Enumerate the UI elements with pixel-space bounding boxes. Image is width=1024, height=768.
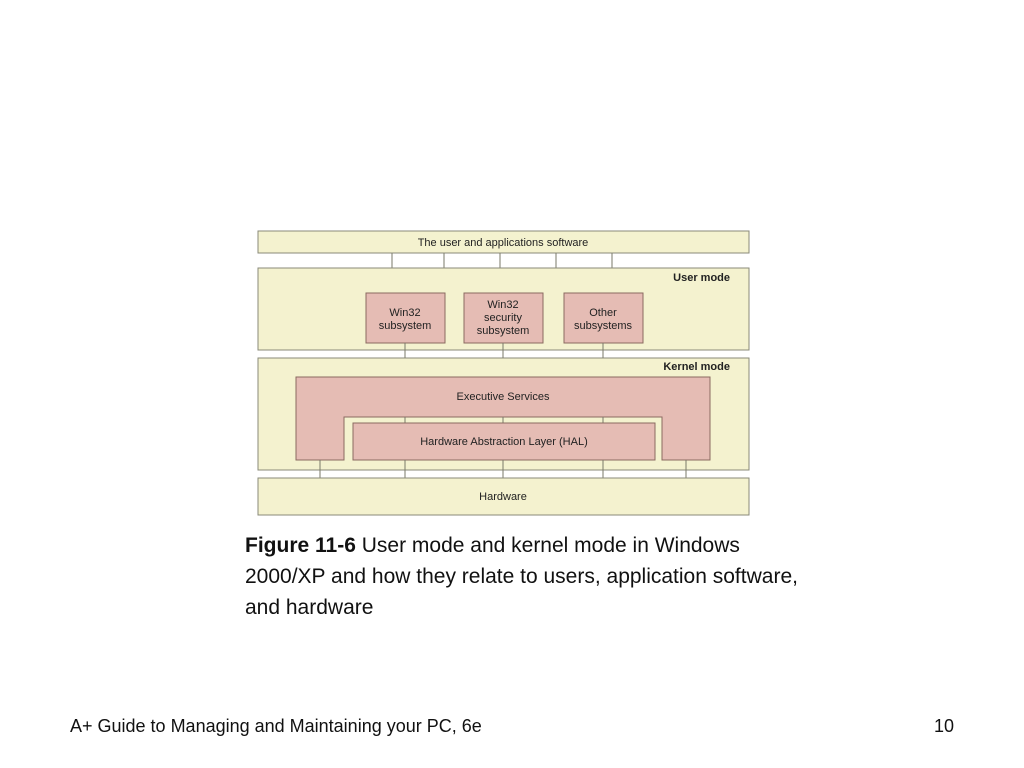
page-number: 10 bbox=[933, 716, 954, 736]
win32-security-line2: security bbox=[484, 312, 522, 324]
win32-subsystem-line2: subsystem bbox=[379, 320, 432, 332]
win32-subsystem-line1: Win32 bbox=[389, 307, 420, 319]
user-applications-label: The user and applications software bbox=[418, 237, 589, 249]
other-subsystems-line1: Other bbox=[589, 307, 617, 319]
hardware-band bbox=[257, 477, 750, 516]
win32-security-line1: Win32 bbox=[487, 299, 518, 311]
other-subsystems-box bbox=[563, 292, 644, 344]
figure-caption: Figure 11-6 User mode and kernel mode in… bbox=[245, 530, 805, 623]
footer-title: A+ Guide to Managing and Maintaining you… bbox=[70, 716, 482, 736]
win32-security-line3: subsystem bbox=[477, 325, 530, 337]
user-mode-label: User mode bbox=[673, 272, 730, 284]
figure-caption-text: User mode and kernel mode in Windows 200… bbox=[245, 534, 798, 619]
kernel-mode-label: Kernel mode bbox=[663, 361, 730, 373]
other-subsystems-line2: subsystems bbox=[574, 320, 633, 332]
figure-label: Figure 11-6 bbox=[245, 534, 356, 557]
hardware-connectors bbox=[319, 460, 687, 478]
executive-services-block bbox=[295, 376, 711, 461]
hal-box bbox=[352, 422, 656, 461]
gap-connectors bbox=[404, 350, 604, 358]
win32-security-subsystem-box bbox=[463, 292, 544, 344]
top-connectors bbox=[391, 253, 613, 268]
user-applications-bar bbox=[257, 230, 750, 254]
exec-hal-connectors bbox=[404, 417, 604, 423]
hardware-label: Hardware bbox=[479, 491, 527, 503]
hal-label: Hardware Abstraction Layer (HAL) bbox=[420, 436, 588, 448]
executive-services-label: Executive Services bbox=[457, 391, 550, 403]
